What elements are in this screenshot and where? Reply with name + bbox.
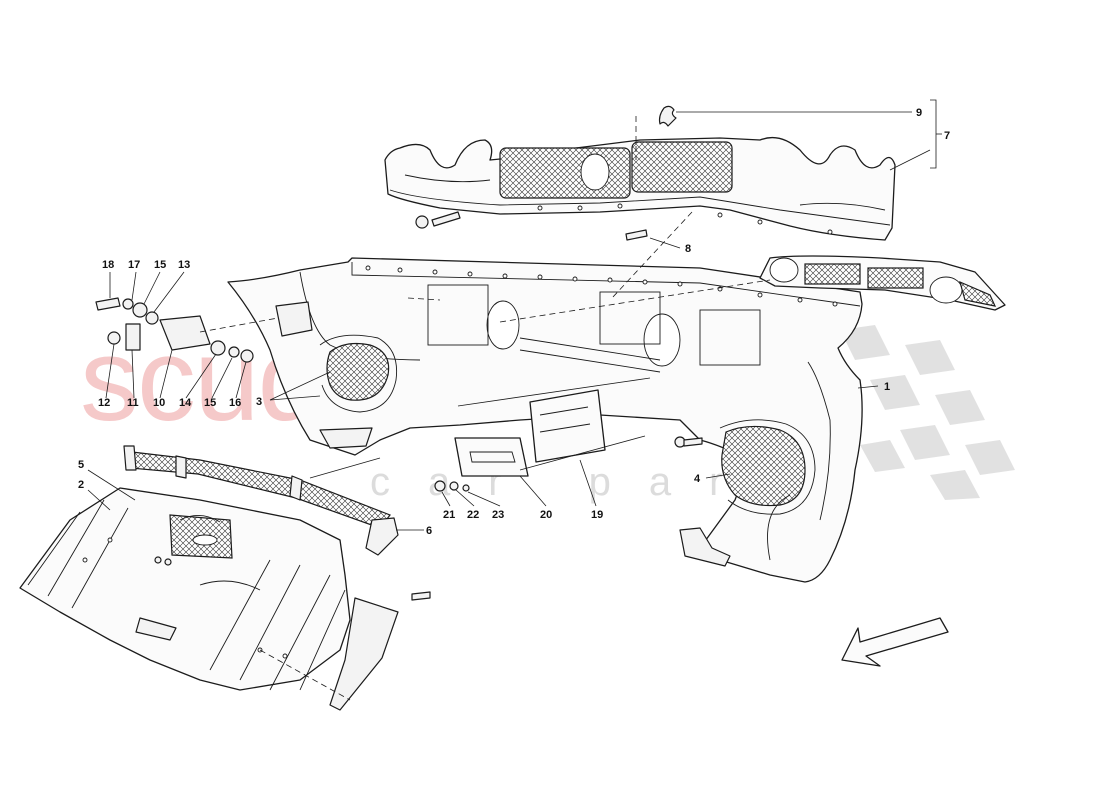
label-4: 4 (694, 473, 701, 485)
label-3: 3 (256, 396, 262, 408)
label-21: 21 (443, 509, 455, 521)
fasteners (154, 211, 703, 601)
label-22: 22 (467, 509, 479, 521)
label-9: 9 (916, 107, 922, 119)
hardware-left (95, 297, 254, 363)
label-6: 6 (426, 525, 432, 537)
label-5: 5 (78, 459, 84, 471)
label-11: 11 (127, 397, 139, 409)
upper-grill-strip (123, 445, 399, 556)
lower-diffuser (19, 487, 399, 711)
label-15b: 15 (204, 397, 216, 409)
label-10: 10 (153, 397, 165, 409)
prancing-horse-icon (658, 105, 677, 127)
upper-rear-panel (384, 136, 896, 241)
label-7: 7 (944, 130, 950, 142)
part-labels: 9 7 8 1 18 17 15 13 12 11 10 14 15 16 3 … (78, 107, 950, 537)
label-2: 2 (78, 479, 84, 491)
label-17: 17 (128, 259, 140, 271)
label-13: 13 (178, 259, 190, 271)
label-8: 8 (685, 243, 691, 255)
label-12: 12 (98, 397, 110, 409)
watermark-checker (840, 325, 1015, 500)
label-16: 16 (229, 397, 241, 409)
arrow-icon (841, 617, 949, 667)
label-18: 18 (102, 259, 114, 271)
label-20: 20 (540, 509, 552, 521)
plates (454, 389, 606, 477)
label-19: 19 (591, 509, 603, 521)
right-exhaust-panel (759, 255, 1006, 311)
label-1: 1 (884, 381, 890, 393)
label-15a: 15 (154, 259, 166, 271)
rear-bumper (227, 257, 863, 583)
label-23: 23 (492, 509, 504, 521)
label-14: 14 (179, 397, 192, 409)
leader-lines (87, 99, 942, 701)
